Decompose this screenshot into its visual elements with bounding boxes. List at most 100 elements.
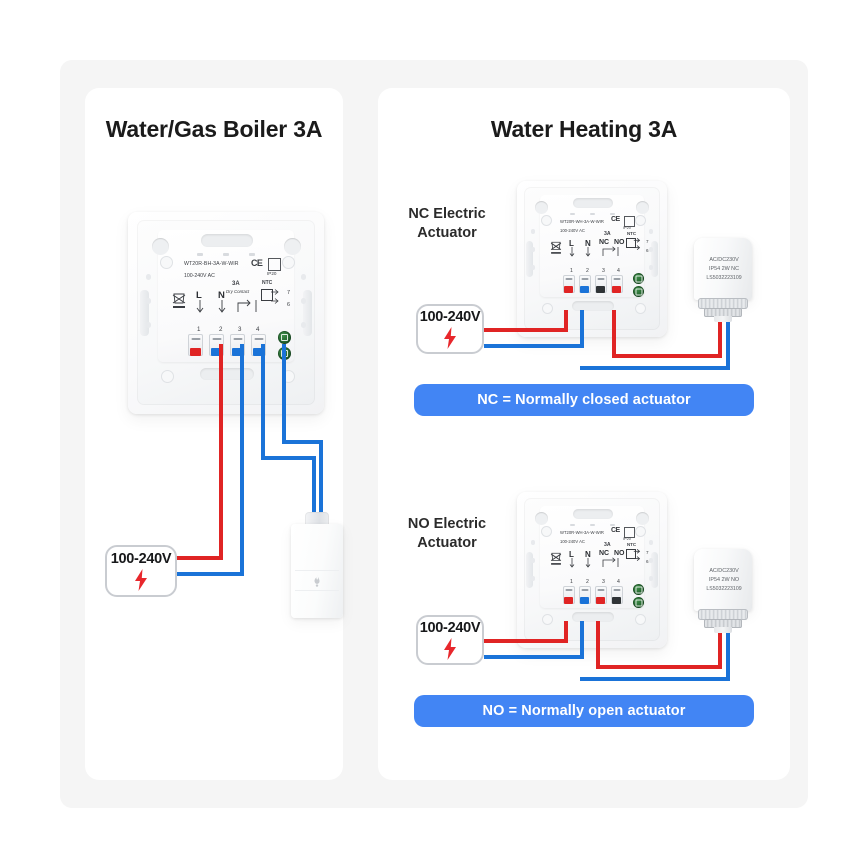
actuator-no: AC/DC230V IP54 2W NO LS5032223109 bbox=[688, 549, 760, 637]
terminal-number-1: 1 bbox=[570, 268, 573, 274]
label-no-line2: Actuator bbox=[417, 534, 477, 551]
screw-ring-top-left bbox=[160, 256, 173, 269]
wire-nc-neutral-to-power bbox=[484, 344, 584, 348]
panel-left-title: Water/Gas Boiler 3A bbox=[105, 116, 323, 142]
ntc-legend-text: NTC bbox=[627, 231, 637, 236]
pin-mark-3 bbox=[610, 213, 615, 215]
actuator-label-line3: LS5032223109 bbox=[706, 586, 742, 592]
wire-nc-live-to-power bbox=[484, 328, 568, 332]
terminal-legend-N: N bbox=[585, 550, 591, 559]
terminal-block-nc bbox=[561, 273, 651, 297]
actuator-nut-upper bbox=[698, 298, 748, 309]
flame-icon bbox=[314, 575, 320, 587]
weee-bin-icon bbox=[550, 552, 562, 565]
side-clip-left bbox=[140, 290, 149, 336]
side-clip-right bbox=[651, 241, 658, 277]
power-voltage-label: 100-240V bbox=[419, 309, 481, 325]
pin-mark-1 bbox=[570, 213, 575, 215]
actuator-stem bbox=[714, 316, 732, 322]
side-tab-left-2 bbox=[531, 558, 535, 563]
wire-boiler-b-horizontal bbox=[282, 440, 323, 444]
side-tab-right-3 bbox=[301, 322, 306, 328]
terminal-legend-NC: NC bbox=[599, 239, 610, 246]
wire-no-live-down bbox=[564, 621, 568, 643]
wire-cap-2 bbox=[580, 286, 589, 293]
wire-cap-4 bbox=[253, 348, 264, 356]
wire-nc-neutral-to-actuator bbox=[580, 366, 730, 370]
wire-no-live-to-power bbox=[484, 639, 568, 643]
wire-cap-1 bbox=[190, 348, 201, 356]
pin-mark-1 bbox=[570, 524, 575, 526]
side-clip-left bbox=[526, 552, 533, 588]
relay-rating-text: 3A bbox=[232, 281, 240, 287]
power-supply-boiler: 100-240V bbox=[105, 545, 177, 597]
lightning-bolt-icon bbox=[135, 569, 147, 591]
wire-live-horizontal bbox=[174, 556, 223, 560]
wire-cap-3 bbox=[596, 597, 605, 604]
screw-ring-bottom-left bbox=[161, 370, 174, 383]
thermostat-module-body bbox=[158, 230, 294, 362]
terminal-number-2: 2 bbox=[219, 326, 223, 333]
terminal-legend-NC: NC bbox=[599, 550, 610, 557]
terminal-number-4: 4 bbox=[256, 326, 260, 333]
screw-ring-top-left bbox=[541, 215, 552, 226]
ntc-symbol-icon bbox=[626, 238, 636, 248]
wire-no-neutral-to-actuator bbox=[580, 677, 730, 681]
mount-hole-top-left bbox=[152, 238, 169, 255]
side-tab-left-2 bbox=[146, 298, 151, 304]
mount-hole-top-right bbox=[636, 201, 649, 214]
terminal-number-1: 1 bbox=[197, 326, 201, 333]
pin-mark-2 bbox=[223, 253, 229, 256]
wire-live-vertical bbox=[219, 344, 223, 560]
label-nc-line2: Actuator bbox=[417, 224, 477, 241]
side-tab-right-2 bbox=[649, 247, 653, 252]
wire-cap-3 bbox=[596, 286, 605, 293]
ntc-arrows-icon bbox=[633, 237, 641, 250]
screw-ring-top-right bbox=[635, 526, 646, 537]
side-clip-left bbox=[526, 241, 533, 277]
actuator-label-line3: LS5032223109 bbox=[706, 275, 742, 281]
power-voltage-label: 100-240V bbox=[110, 551, 172, 567]
terminal-legend-L: L bbox=[569, 239, 574, 248]
terminal-number-3: 3 bbox=[238, 326, 242, 333]
actuator-body bbox=[694, 549, 752, 611]
screw-ring-top-right bbox=[635, 215, 646, 226]
connector-slot-bottom bbox=[572, 301, 614, 311]
boiler-panel-line-top bbox=[295, 570, 339, 571]
side-clip-right bbox=[303, 290, 312, 336]
terminal-legend-L: L bbox=[196, 290, 202, 301]
actuator-label-line2: IP54 2W NC bbox=[709, 266, 739, 272]
side-tab-right-1 bbox=[649, 229, 653, 234]
actuator-label-line2: IP54 2W NO bbox=[708, 577, 740, 583]
connector-slot-top bbox=[573, 198, 613, 208]
ce-mark-icon: CE bbox=[251, 258, 263, 268]
side-tab-left-2 bbox=[531, 247, 535, 252]
side-tab-right-3 bbox=[649, 265, 653, 270]
wire-nc-actuator-red bbox=[718, 300, 722, 358]
wire-cap-1 bbox=[564, 597, 573, 604]
screw-ring-bottom-right bbox=[635, 303, 646, 314]
wire-boiler-a-down bbox=[312, 456, 316, 518]
terminal-number-3: 3 bbox=[602, 268, 605, 274]
mount-hole-top-right bbox=[636, 512, 649, 525]
mount-hole-top-left bbox=[535, 512, 548, 525]
ntc-number-6: 6 bbox=[646, 248, 649, 253]
ip-rating-text: IP20 bbox=[267, 271, 277, 276]
ntc-number-7: 7 bbox=[646, 550, 649, 555]
ntc-number-6: 6 bbox=[646, 559, 649, 564]
label-nc-actuator: NC Electric Actuator bbox=[392, 205, 502, 242]
mount-hole-top-left bbox=[535, 201, 548, 214]
wire-boiler-a-horizontal bbox=[261, 456, 316, 460]
terminal-number-4: 4 bbox=[617, 579, 620, 585]
actuator-nut-lower bbox=[704, 308, 742, 317]
thermostat-model-text: WT20R-WH-3A-W-WIR bbox=[560, 219, 604, 224]
wire-nc-neutral-down bbox=[580, 310, 584, 348]
terminal-legend-NO: NO bbox=[614, 550, 625, 557]
banner-no: NO = Normally open actuator bbox=[414, 695, 754, 727]
thermostat-backplate-boiler: WT20R-BH-3A-W-WIR 100-240V AC CE IP20 L … bbox=[128, 212, 324, 414]
wire-cap-4 bbox=[612, 286, 621, 293]
side-tab-right-3 bbox=[649, 576, 653, 581]
ip-rating-box-icon bbox=[268, 258, 281, 271]
wire-cap-2 bbox=[580, 597, 589, 604]
